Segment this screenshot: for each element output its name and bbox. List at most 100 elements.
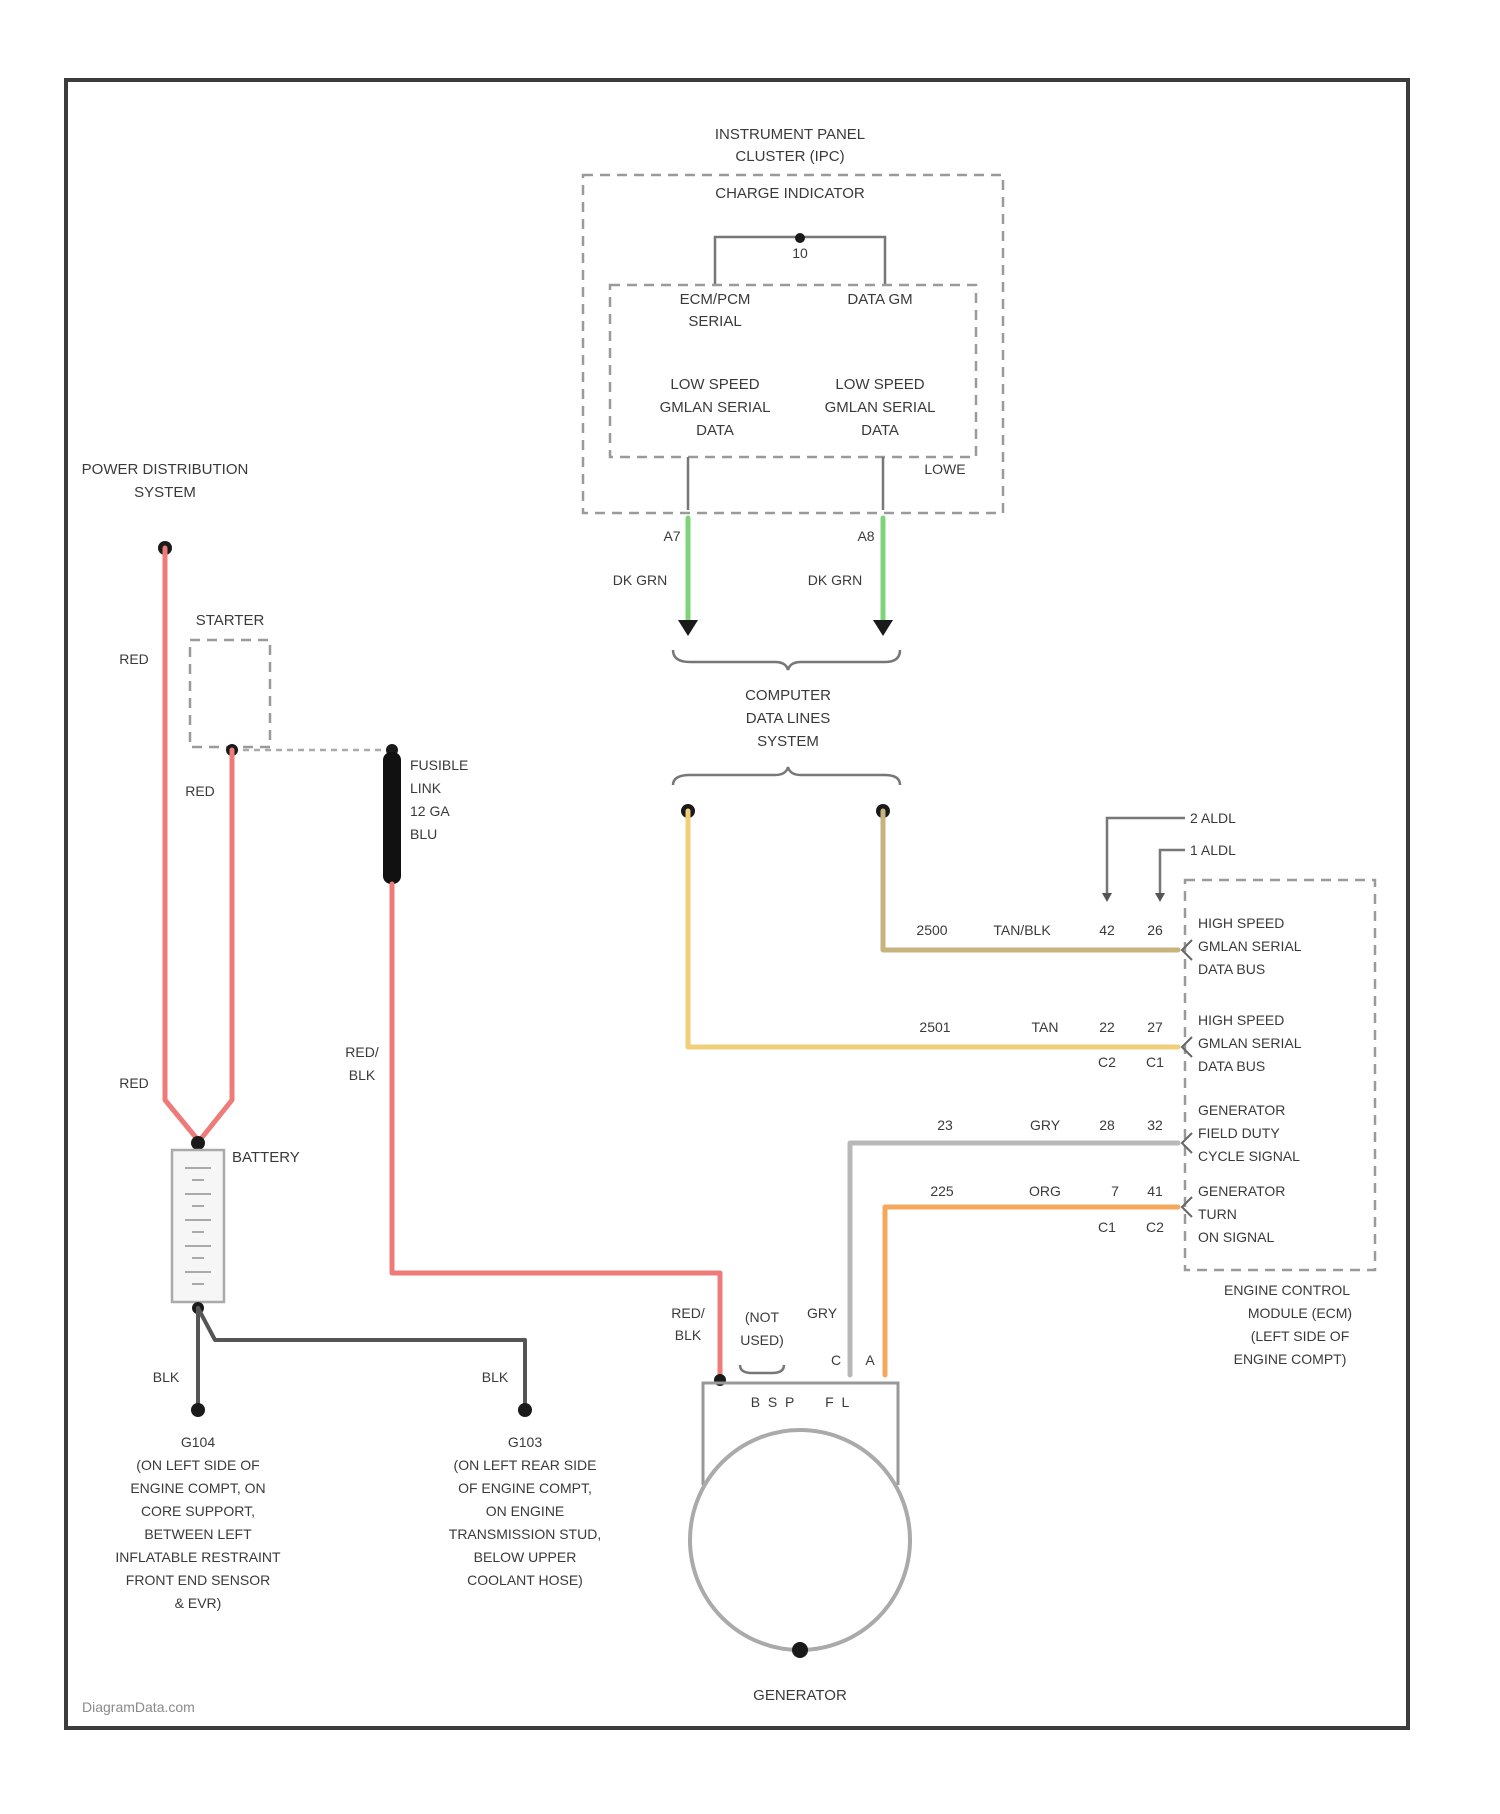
ecm-block: HIGH SPEED GMLAN SERIAL DATA BUS HIGH SP… (1182, 880, 1375, 1367)
svg-text:CYCLE SIGNAL: CYCLE SIGNAL (1198, 1148, 1300, 1164)
ipc-pin-a8: A8 (857, 528, 874, 544)
blk-label-right: BLK (482, 1369, 509, 1385)
ipc-inner-box (610, 285, 976, 457)
fusible-link-block: FUSIBLE LINK 12 GA BLU RED/ BLK (345, 744, 720, 1380)
svg-text:TRANSMISSION STUD,: TRANSMISSION STUD, (449, 1526, 601, 1542)
brace-top (673, 650, 900, 670)
blk-label-left: BLK (153, 1369, 180, 1385)
ipc-left-data-1: LOW SPEED (670, 376, 759, 393)
fusible-line2: LINK (410, 780, 442, 796)
aldl-row1: 2 ALDL (1190, 810, 1236, 826)
ipc-left-data-3: DATA (696, 422, 734, 439)
row2-conn-a: C2 (1098, 1054, 1116, 1070)
ipc-left-data-2: GMLAN SERIAL (660, 399, 771, 416)
ipc-pin-a7: A7 (663, 528, 680, 544)
svg-text:OF ENGINE COMPT,: OF ENGINE COMPT, (458, 1480, 592, 1496)
svg-text:BETWEEN LEFT: BETWEEN LEFT (144, 1526, 252, 1542)
ipc-data-wires: DK GRN DK GRN (613, 518, 893, 636)
dk-grn-label-left: DK GRN (613, 572, 667, 588)
generator-ground-terminal (792, 1642, 808, 1658)
red-wire-starter (200, 750, 232, 1140)
power-dist-line1: POWER DISTRIBUTION (82, 461, 249, 478)
blk-wire-g103 (198, 1308, 525, 1410)
svg-text:ENGINE COMPT, ON: ENGINE COMPT, ON (130, 1480, 265, 1496)
row3-circuit: 23 (937, 1117, 953, 1133)
svg-text:FRONT END SENSOR: FRONT END SENSOR (126, 1572, 270, 1588)
svg-text:FIELD DUTY: FIELD DUTY (1198, 1125, 1280, 1141)
ground-g104-terminal (191, 1403, 205, 1417)
row4-circuit: 225 (930, 1183, 954, 1199)
red-wire-power-dist (165, 548, 198, 1140)
computer-data-line1: COMPUTER (745, 687, 831, 704)
generator-body (690, 1430, 910, 1650)
generator-pin-row: B S P F L (751, 1394, 850, 1410)
red-label-starter: RED (185, 783, 215, 799)
row2-circuit: 2501 (919, 1019, 950, 1035)
row1-color: TAN/BLK (993, 922, 1051, 938)
svg-text:(ON LEFT SIDE OF: (ON LEFT SIDE OF (136, 1457, 259, 1473)
arrow-down-right-icon (873, 620, 893, 636)
svg-text:(ON LEFT REAR SIDE: (ON LEFT REAR SIDE (454, 1457, 597, 1473)
fusible-link-body (383, 752, 401, 884)
ipc-left-label-1: ECM/PCM (680, 291, 751, 308)
ipc-right-data-2: GMLAN SERIAL (825, 399, 936, 416)
svg-text:BELOW UPPER: BELOW UPPER (474, 1549, 577, 1565)
ecm-title-4: ENGINE COMPT) (1234, 1351, 1347, 1367)
ground-g103-terminal (518, 1403, 532, 1417)
ground-g103-label: G103 (ON LEFT REAR SIDE OF ENGINE COMPT,… (449, 1434, 601, 1588)
ecm-title-1: ENGINE CONTROL (1224, 1282, 1350, 1298)
row2-conn-b: C1 (1146, 1054, 1164, 1070)
starter-label: STARTER (196, 612, 265, 629)
svg-text:GENERATOR: GENERATOR (1198, 1102, 1285, 1118)
ipc-pin-top: 10 (792, 245, 808, 261)
generator-signal-wires: 23 GRY 28 32 225 ORG 7 41 C1 C2 (850, 1117, 1178, 1375)
gen-gry-label: GRY (807, 1305, 838, 1321)
battery: BATTERY (172, 1136, 300, 1314)
gen-red-blk-label-1: RED/ (671, 1305, 705, 1321)
ipc-connector-label: LOWE (924, 461, 965, 477)
gen-pin-c: C (831, 1352, 841, 1368)
starter-box (190, 640, 270, 747)
gen-red-blk-label-2: BLK (675, 1327, 702, 1343)
arrow-down-left-icon (678, 620, 698, 636)
row4-color: ORG (1029, 1183, 1061, 1199)
svg-text:TURN: TURN (1198, 1206, 1237, 1222)
power-dist-line2: SYSTEM (134, 484, 196, 501)
aldl-1-lead (1160, 850, 1185, 893)
not-used-label-1: (NOT (745, 1309, 780, 1325)
svg-text:HIGH SPEED: HIGH SPEED (1198, 915, 1284, 931)
svg-text:INFLATABLE RESTRAINT: INFLATABLE RESTRAINT (115, 1549, 281, 1565)
gry-wire-field-duty (850, 1143, 1178, 1375)
red-label-top: RED (119, 651, 149, 667)
battery-positive-terminal (191, 1136, 205, 1150)
red-blk-label-1: RED/ (345, 1044, 379, 1060)
row4-pin-a: 7 (1111, 1183, 1119, 1199)
ipc-left-label-2: SERIAL (688, 313, 741, 330)
ipc-right-data-3: DATA (861, 422, 899, 439)
row4-pin-b: 41 (1147, 1183, 1163, 1199)
dk-grn-label-right: DK GRN (808, 572, 862, 588)
row1-pin-b: 26 (1147, 922, 1163, 938)
red-label-lower: RED (119, 1075, 149, 1091)
ipc-title-line1: INSTRUMENT PANEL (715, 126, 865, 143)
aldl-arrow-2-icon (1155, 893, 1165, 902)
ipc-title-line2: CLUSTER (IPC) (735, 148, 844, 165)
not-used-brace (740, 1365, 784, 1373)
svg-text:G103: G103 (508, 1434, 542, 1450)
ipc-block: INSTRUMENT PANEL CLUSTER (IPC) CHARGE IN… (583, 126, 1003, 544)
row3-pin-a: 28 (1099, 1117, 1115, 1133)
svg-text:ON SIGNAL: ON SIGNAL (1198, 1229, 1274, 1245)
org-wire-turn-on (885, 1207, 1178, 1375)
row1-pin-a: 42 (1099, 922, 1115, 938)
svg-text:DATA BUS: DATA BUS (1198, 1058, 1265, 1074)
row4-conn-a: C1 (1098, 1219, 1116, 1235)
battery-label: BATTERY (232, 1149, 300, 1166)
svg-text:HIGH SPEED: HIGH SPEED (1198, 1012, 1284, 1028)
computer-data-line3: SYSTEM (757, 733, 819, 750)
generator-label: GENERATOR (753, 1687, 847, 1704)
row2-pin-a: 22 (1099, 1019, 1115, 1035)
fusible-line4: BLU (410, 826, 437, 842)
not-used-label-2: USED) (740, 1332, 784, 1348)
watermark: DiagramData.com (82, 1699, 195, 1715)
